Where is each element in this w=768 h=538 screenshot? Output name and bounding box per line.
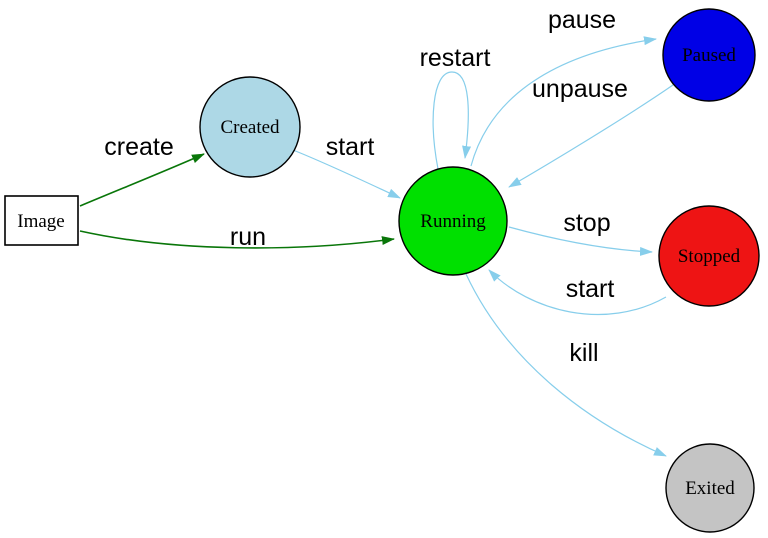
edge-start-from-created bbox=[292, 149, 401, 199]
node-stopped-label: Stopped bbox=[678, 246, 741, 267]
edge-label-start-from-stopped: start bbox=[566, 275, 615, 303]
nodes: Image Created Running Paused Stopped Exi bbox=[4, 8, 760, 533]
node-paused-label: Paused bbox=[682, 45, 736, 66]
node-image: Image bbox=[4, 195, 79, 246]
edge-create bbox=[79, 153, 205, 207]
edge-unpause bbox=[508, 84, 674, 188]
edge-pause bbox=[470, 36, 657, 167]
node-created: Created bbox=[199, 76, 301, 178]
edge-label-create: create bbox=[104, 133, 173, 161]
node-exited-label: Exited bbox=[685, 478, 735, 499]
node-stopped: Stopped bbox=[658, 205, 760, 307]
node-stopped-shape bbox=[658, 205, 760, 307]
edge-label-unpause: unpause bbox=[532, 75, 628, 103]
node-exited: Exited bbox=[665, 443, 755, 533]
node-paused-shape bbox=[662, 8, 756, 102]
node-paused: Paused bbox=[662, 8, 756, 102]
node-image-shape bbox=[4, 195, 79, 246]
edge-label-restart: restart bbox=[420, 44, 491, 72]
edges bbox=[79, 36, 674, 457]
edge-run bbox=[79, 230, 395, 249]
edge-stop bbox=[508, 226, 653, 256]
node-created-label: Created bbox=[220, 117, 280, 138]
node-exited-shape bbox=[665, 443, 755, 533]
node-created-shape bbox=[199, 76, 301, 178]
node-running: Running bbox=[398, 166, 508, 276]
node-image-label: Image bbox=[17, 211, 64, 232]
edge-start-from-stopped bbox=[488, 269, 667, 316]
node-running-shape bbox=[398, 166, 508, 276]
edge-kill bbox=[465, 273, 667, 457]
edge-restart-self-loop bbox=[432, 71, 472, 170]
edge-label-pause: pause bbox=[548, 6, 616, 34]
edge-labels: create start run restart pause unpause s… bbox=[104, 6, 628, 367]
edge-label-kill: kill bbox=[569, 339, 598, 367]
edge-label-stop: stop bbox=[563, 209, 610, 237]
edge-label-start-from-created: start bbox=[326, 133, 375, 161]
node-running-label: Running bbox=[420, 211, 486, 232]
edge-label-run: run bbox=[230, 223, 266, 251]
